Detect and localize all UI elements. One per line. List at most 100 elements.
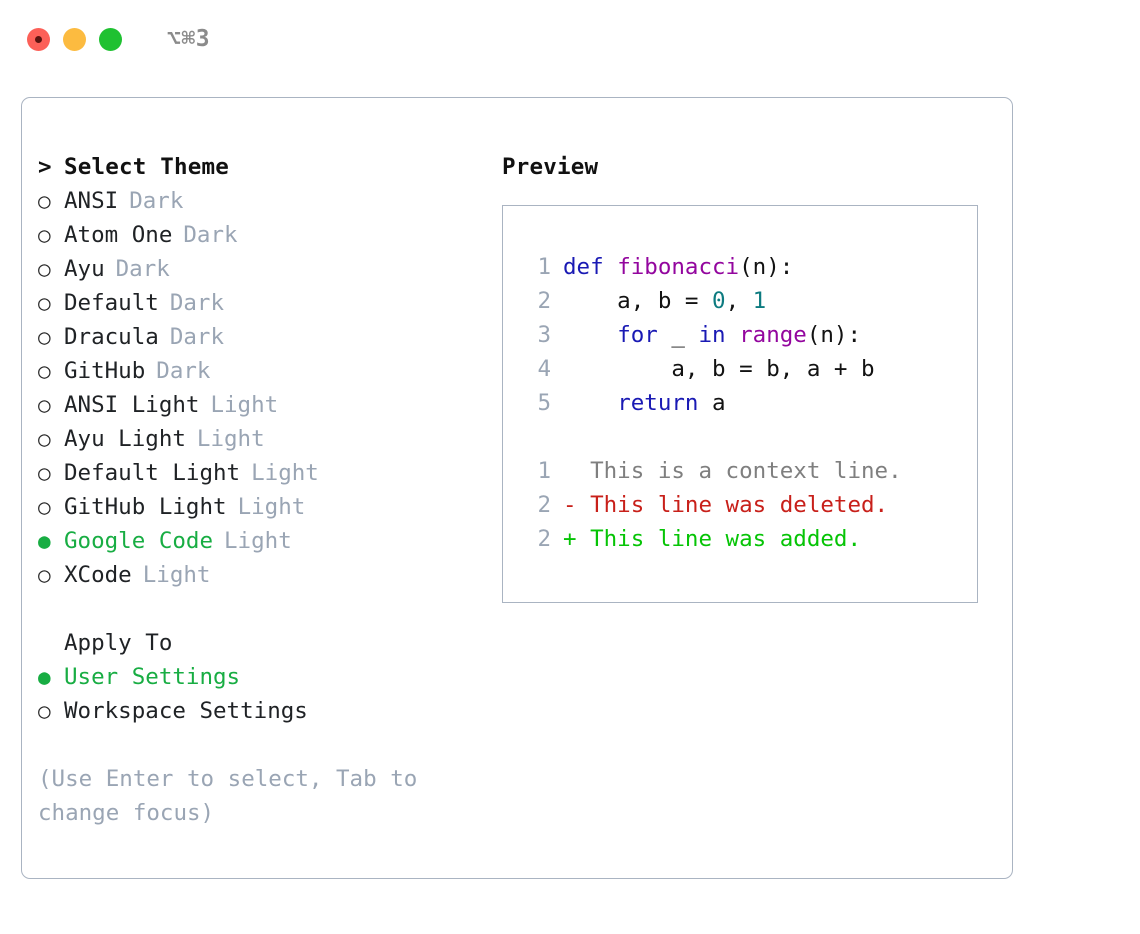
theme-variant-label: Dark — [129, 188, 184, 214]
code-token: return — [617, 390, 699, 416]
radio-unselected-icon[interactable]: ○ — [38, 427, 51, 451]
code-token: _ — [657, 322, 699, 348]
keyboard-hint-text: (Use Enter to select, Tab to change focu… — [38, 766, 418, 826]
code-token: a, b = b, a + b — [563, 356, 875, 382]
title-bar: ⌥⌘3 — [0, 0, 1140, 78]
line-number: 5 — [537, 390, 551, 416]
apply-to-item[interactable]: ●User Settings — [38, 660, 468, 694]
diff-sign — [563, 458, 577, 484]
apply-to-item[interactable]: ○ Workspace Settings — [38, 694, 468, 728]
code-line: 2 a, b = 0, 1 — [521, 284, 977, 318]
radio-unselected-icon[interactable]: ○ — [38, 291, 51, 315]
keyboard-shortcut-label: ⌥⌘3 — [167, 26, 211, 52]
code-token: (n): — [739, 254, 794, 280]
heading-indent-spacer: ○ — [38, 626, 64, 660]
radio-selected-icon[interactable]: ● — [38, 665, 51, 689]
window-controls — [27, 27, 122, 51]
theme-variant-label: Light — [251, 460, 319, 486]
theme-name-label: GitHub — [64, 358, 146, 384]
theme-variant-label: Dark — [183, 222, 238, 248]
theme-name-label: Google Code — [64, 528, 214, 554]
diff-text: This line was deleted. — [576, 492, 889, 518]
line-number: 1 — [537, 254, 551, 280]
theme-variant-label: Light — [224, 528, 292, 554]
code-token: range — [739, 322, 807, 348]
theme-variant-label: Light — [142, 562, 211, 588]
maximize-button-icon[interactable] — [99, 27, 122, 51]
code-token — [563, 390, 617, 416]
preview-title: Preview — [502, 154, 599, 180]
diff-line: 1 This is a context line. — [521, 454, 977, 488]
code-token: a — [698, 390, 726, 416]
apply-to-heading: ○Apply To — [38, 626, 468, 660]
radio-unselected-icon[interactable]: ○ — [38, 325, 51, 349]
code-token: fibonacci — [617, 254, 740, 280]
radio-unselected-icon[interactable]: ○ — [38, 563, 51, 587]
line-number: 2 — [537, 526, 551, 552]
radio-unselected-icon[interactable]: ○ — [38, 393, 51, 417]
theme-name-label: ANSI — [64, 188, 119, 214]
preview-gap — [521, 420, 977, 454]
theme-name-label: Dracula — [64, 324, 159, 350]
radio-unselected-icon[interactable]: ○ — [38, 699, 51, 723]
theme-name-label: Ayu Light — [64, 426, 186, 452]
theme-variant-label: Dark — [156, 358, 211, 384]
theme-list-item[interactable]: ○ Ayu Light Light — [38, 422, 468, 456]
diff-sign: - — [563, 492, 577, 518]
line-number: 4 — [537, 356, 551, 382]
theme-name-label: GitHub Light — [64, 494, 227, 520]
code-token: in — [698, 322, 726, 348]
radio-selected-icon[interactable]: ● — [38, 529, 51, 553]
theme-name-label: Default — [64, 290, 159, 316]
theme-variant-label: Light — [196, 426, 265, 452]
apply-to-list: ●User Settings ○ Workspace Settings — [38, 660, 468, 728]
theme-list-item[interactable]: ○ Ayu Dark — [38, 252, 468, 286]
theme-list-item[interactable]: ○ ANSI Dark — [38, 184, 468, 218]
radio-unselected-icon[interactable]: ○ — [38, 461, 51, 485]
close-button-icon[interactable] — [27, 27, 50, 51]
code-line: 1 def fibonacci(n): — [521, 250, 977, 284]
radio-unselected-icon[interactable]: ○ — [38, 495, 51, 519]
code-token: 1 — [752, 288, 767, 314]
code-token: for — [617, 322, 658, 348]
theme-list-item[interactable]: ● Google Code Light — [38, 524, 468, 558]
diff-line: 2+ This line was added. — [521, 522, 977, 556]
line-number: 3 — [537, 322, 551, 348]
code-line: 4 a, b = b, a + b — [521, 352, 977, 386]
code-token: def — [563, 254, 618, 280]
caret-icon: > — [38, 154, 52, 180]
section-spacer — [38, 592, 468, 626]
radio-unselected-icon[interactable]: ○ — [38, 189, 51, 213]
radio-unselected-icon[interactable]: ○ — [38, 257, 51, 281]
line-number: 2 — [537, 492, 551, 518]
theme-list-item[interactable]: ○ GitHub Dark — [38, 354, 468, 388]
apply-to-item-label: Workspace Settings — [64, 698, 308, 724]
minimize-button-icon[interactable] — [63, 27, 86, 51]
line-number: 2 — [537, 288, 551, 314]
code-line: 3 for _ in range(n): — [521, 318, 977, 352]
radio-unselected-icon[interactable]: ○ — [38, 223, 51, 247]
code-token: (n): — [806, 322, 862, 348]
radio-unselected-icon[interactable]: ○ — [38, 359, 51, 383]
theme-variant-label: Light — [210, 392, 279, 418]
theme-name-label: XCode — [64, 562, 132, 588]
theme-list-item[interactable]: ○ XCode Light — [38, 558, 468, 592]
theme-name-label: Ayu — [64, 256, 105, 282]
diff-sign: + — [563, 526, 577, 552]
code-token: 0 — [712, 288, 726, 314]
theme-list-item[interactable]: ○ Default Dark — [38, 286, 468, 320]
theme-variant-label: Dark — [169, 290, 225, 316]
theme-variant-label: Dark — [115, 256, 170, 282]
apply-to-label: Apply To — [64, 630, 173, 656]
